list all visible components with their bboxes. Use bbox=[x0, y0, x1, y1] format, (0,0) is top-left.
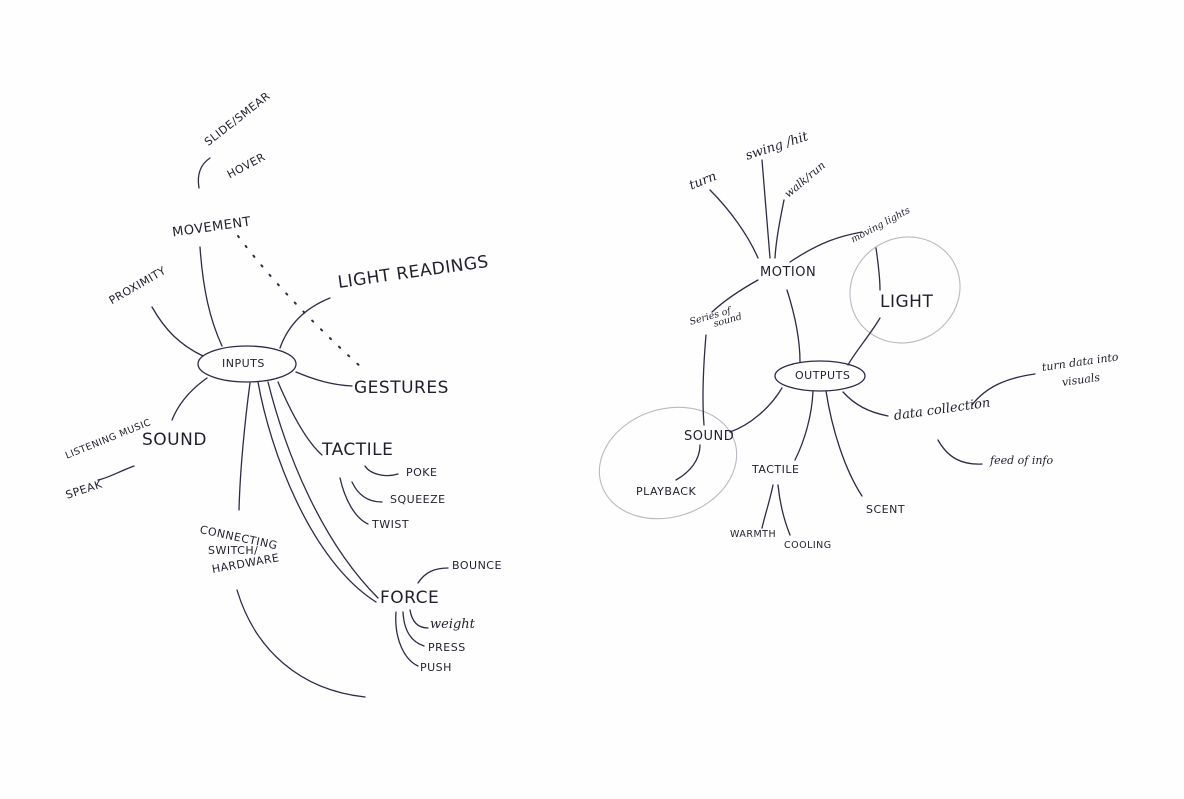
weight-label: weight bbox=[430, 617, 475, 632]
light-highlight-circle bbox=[849, 236, 961, 344]
link-swing bbox=[761, 159, 771, 259]
playback-label: PLAYBACK bbox=[636, 485, 697, 498]
sound-input-label: SOUND bbox=[142, 430, 207, 450]
bounce-label: BOUNCE bbox=[452, 559, 502, 572]
link-movement-inputs bbox=[199, 246, 223, 347]
twist-label: TWIST bbox=[372, 518, 410, 531]
squeeze-label: SQUEEZE bbox=[390, 493, 446, 506]
link-data-collection bbox=[842, 391, 889, 417]
link-light-outputs bbox=[847, 317, 881, 366]
link-playback bbox=[675, 444, 701, 481]
sound-highlight-circle bbox=[598, 406, 738, 520]
link-tactile-out bbox=[794, 390, 814, 461]
push-label: PUSH bbox=[420, 661, 452, 674]
tactile-input-label: TACTILE bbox=[322, 440, 394, 460]
warmth-label: WARMTH bbox=[730, 529, 777, 540]
link-series-sound bbox=[711, 279, 759, 313]
link-weight bbox=[409, 609, 429, 629]
link-cooling bbox=[777, 484, 791, 536]
link-poke bbox=[364, 465, 399, 477]
motion-label: MOTION bbox=[760, 265, 817, 280]
link-sound bbox=[171, 377, 208, 421]
link-feed bbox=[937, 439, 983, 465]
feed-of-info-label: feed of info bbox=[990, 454, 1054, 467]
link-twist bbox=[339, 477, 369, 525]
gestures-label: GESTURES bbox=[354, 378, 449, 398]
link-light-readings bbox=[279, 297, 331, 349]
link-series-down bbox=[702, 334, 707, 426]
link-sound-outputs bbox=[729, 387, 783, 433]
press-label: PRESS bbox=[428, 641, 466, 654]
force-label: FORCE bbox=[380, 588, 440, 608]
link-tactile bbox=[277, 381, 323, 456]
link-force-2 bbox=[267, 381, 379, 599]
switch-label: SWITCH/ bbox=[208, 544, 259, 557]
outputs-ellipse bbox=[774, 360, 866, 392]
link-press bbox=[402, 611, 425, 647]
link-connecting bbox=[238, 382, 251, 511]
inputs-center-label: INPUTS bbox=[222, 357, 265, 370]
link-bounce bbox=[417, 567, 449, 584]
link-force-1 bbox=[257, 381, 377, 603]
cooling-label: COOLING bbox=[784, 540, 832, 551]
link-hardware-curve bbox=[236, 589, 366, 698]
link-motion-outputs bbox=[786, 289, 801, 363]
link-speak bbox=[97, 465, 135, 481]
link-moving-lights bbox=[789, 231, 863, 263]
link-warmth bbox=[761, 484, 774, 529]
link-turn bbox=[709, 189, 759, 259]
link-turn-data bbox=[971, 373, 1036, 406]
dotted-movement-gestures bbox=[237, 235, 363, 369]
light-output-label: LIGHT bbox=[880, 292, 934, 312]
poke-label: POKE bbox=[406, 466, 438, 479]
tactile-output-label: TACTILE bbox=[752, 463, 800, 476]
inputs-ellipse bbox=[197, 345, 297, 383]
link-walk bbox=[774, 199, 785, 259]
outputs-center-label: OUTPUTS bbox=[795, 369, 851, 382]
link-light-up bbox=[875, 247, 881, 291]
link-gestures bbox=[295, 371, 353, 387]
link-squeeze bbox=[351, 481, 383, 503]
link-movement-slide bbox=[197, 157, 211, 189]
link-proximity bbox=[151, 306, 204, 357]
link-push bbox=[395, 611, 419, 667]
sound-output-label: SOUND bbox=[684, 429, 735, 444]
scent-label: SCENT bbox=[866, 503, 906, 516]
link-scent bbox=[825, 390, 863, 497]
